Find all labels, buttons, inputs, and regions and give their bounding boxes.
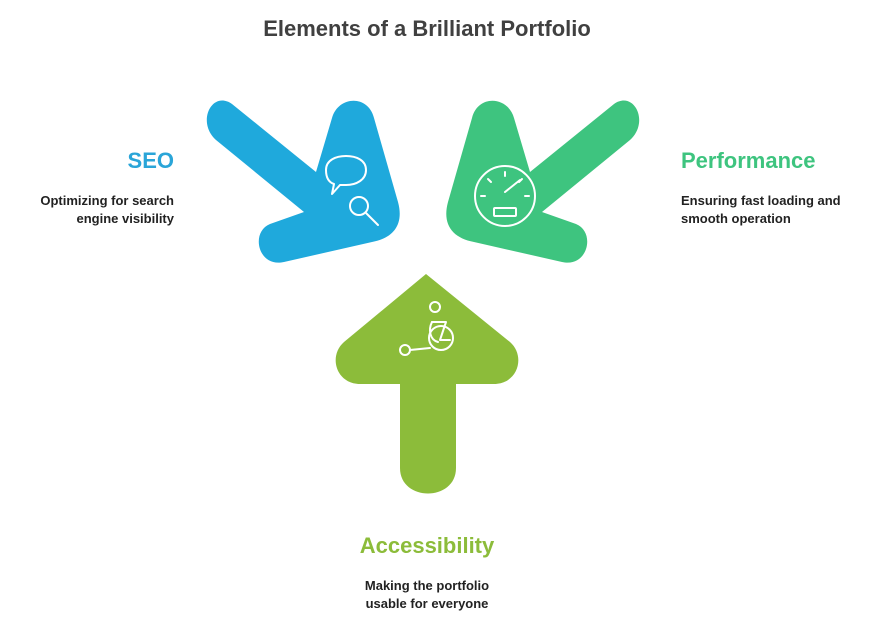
seo-description-line: Optimizing for search	[40, 193, 174, 208]
accessibility-description: Making the portfolio usable for everyone	[0, 577, 854, 613]
performance-arrow	[446, 100, 640, 263]
seo-arrow	[206, 100, 400, 263]
wheelchair-user-icon	[399, 301, 454, 356]
accessibility-description-line: usable for everyone	[365, 596, 489, 611]
search-speech-bubble-icon	[325, 155, 379, 226]
performance-description-line: smooth operation	[681, 211, 791, 226]
speedometer-icon	[474, 165, 536, 227]
diagram-title: Elements of a Brilliant Portfolio	[263, 16, 591, 41]
seo-description-line: engine visibility	[76, 211, 174, 226]
seo-description: Optimizing for search engine visibility	[4, 192, 174, 228]
performance-description: Ensuring fast loading and smooth operati…	[681, 192, 866, 228]
accessibility-heading: Accessibility	[359, 533, 495, 558]
performance-description-line: Ensuring fast loading and	[681, 193, 841, 208]
accessibility-arrow	[335, 274, 519, 494]
performance-heading: Performance	[681, 148, 816, 173]
seo-heading: SEO	[127, 148, 174, 173]
accessibility-description-line: Making the portfolio	[364, 578, 490, 593]
